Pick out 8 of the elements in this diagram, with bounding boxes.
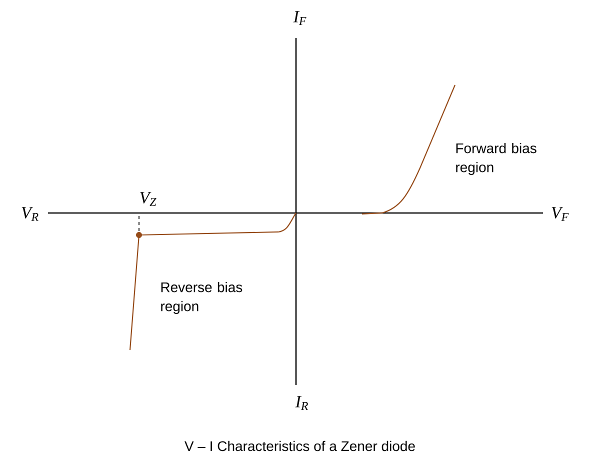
axis-label: V$_{R}$	[22, 207, 38, 221]
region-label: Reverse bias region	[161, 282, 242, 314]
axis-label: I$_{R}$	[295, 396, 308, 410]
axis-label: V$_{F}$	[552, 207, 569, 221]
axis-label: V$_{Z}$	[140, 192, 156, 206]
region-label: Forward bias region	[456, 142, 536, 175]
axis-label: I$_{F}$	[293, 11, 306, 25]
caption: V – I Characteristics of a Zener diode	[184, 440, 415, 452]
